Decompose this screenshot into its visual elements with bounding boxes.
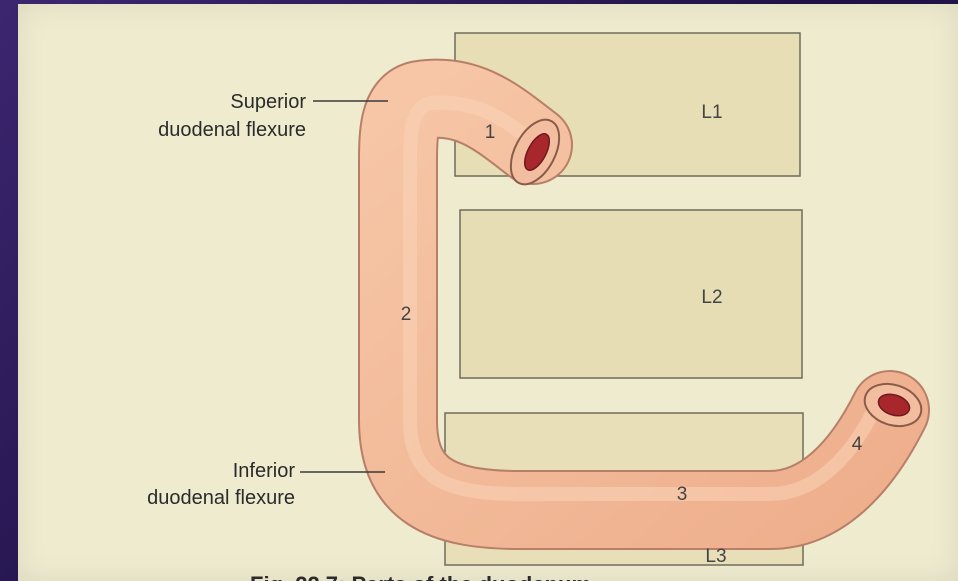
- part-2-label: 2: [401, 304, 412, 325]
- vertebra-l2-label: L2: [701, 287, 722, 308]
- figure-caption: Fig. 22.7: Parts of the duodenum: [250, 572, 591, 581]
- vertebra-l1-label: L1: [701, 102, 722, 123]
- inferior-flexure-label-line2: duodenal flexure: [147, 487, 295, 509]
- part-4-label: 4: [852, 434, 863, 455]
- part-1-label: 1: [485, 122, 496, 143]
- superior-flexure-label-line2: duodenal flexure: [158, 119, 306, 141]
- superior-flexure-label-line1: Superior: [230, 91, 306, 113]
- part-3-label: 3: [677, 484, 688, 505]
- inferior-flexure-label-line1: Inferior: [233, 460, 296, 482]
- vertebra-l2-body: [460, 210, 802, 378]
- vertebra-l3-label: L3: [705, 546, 726, 567]
